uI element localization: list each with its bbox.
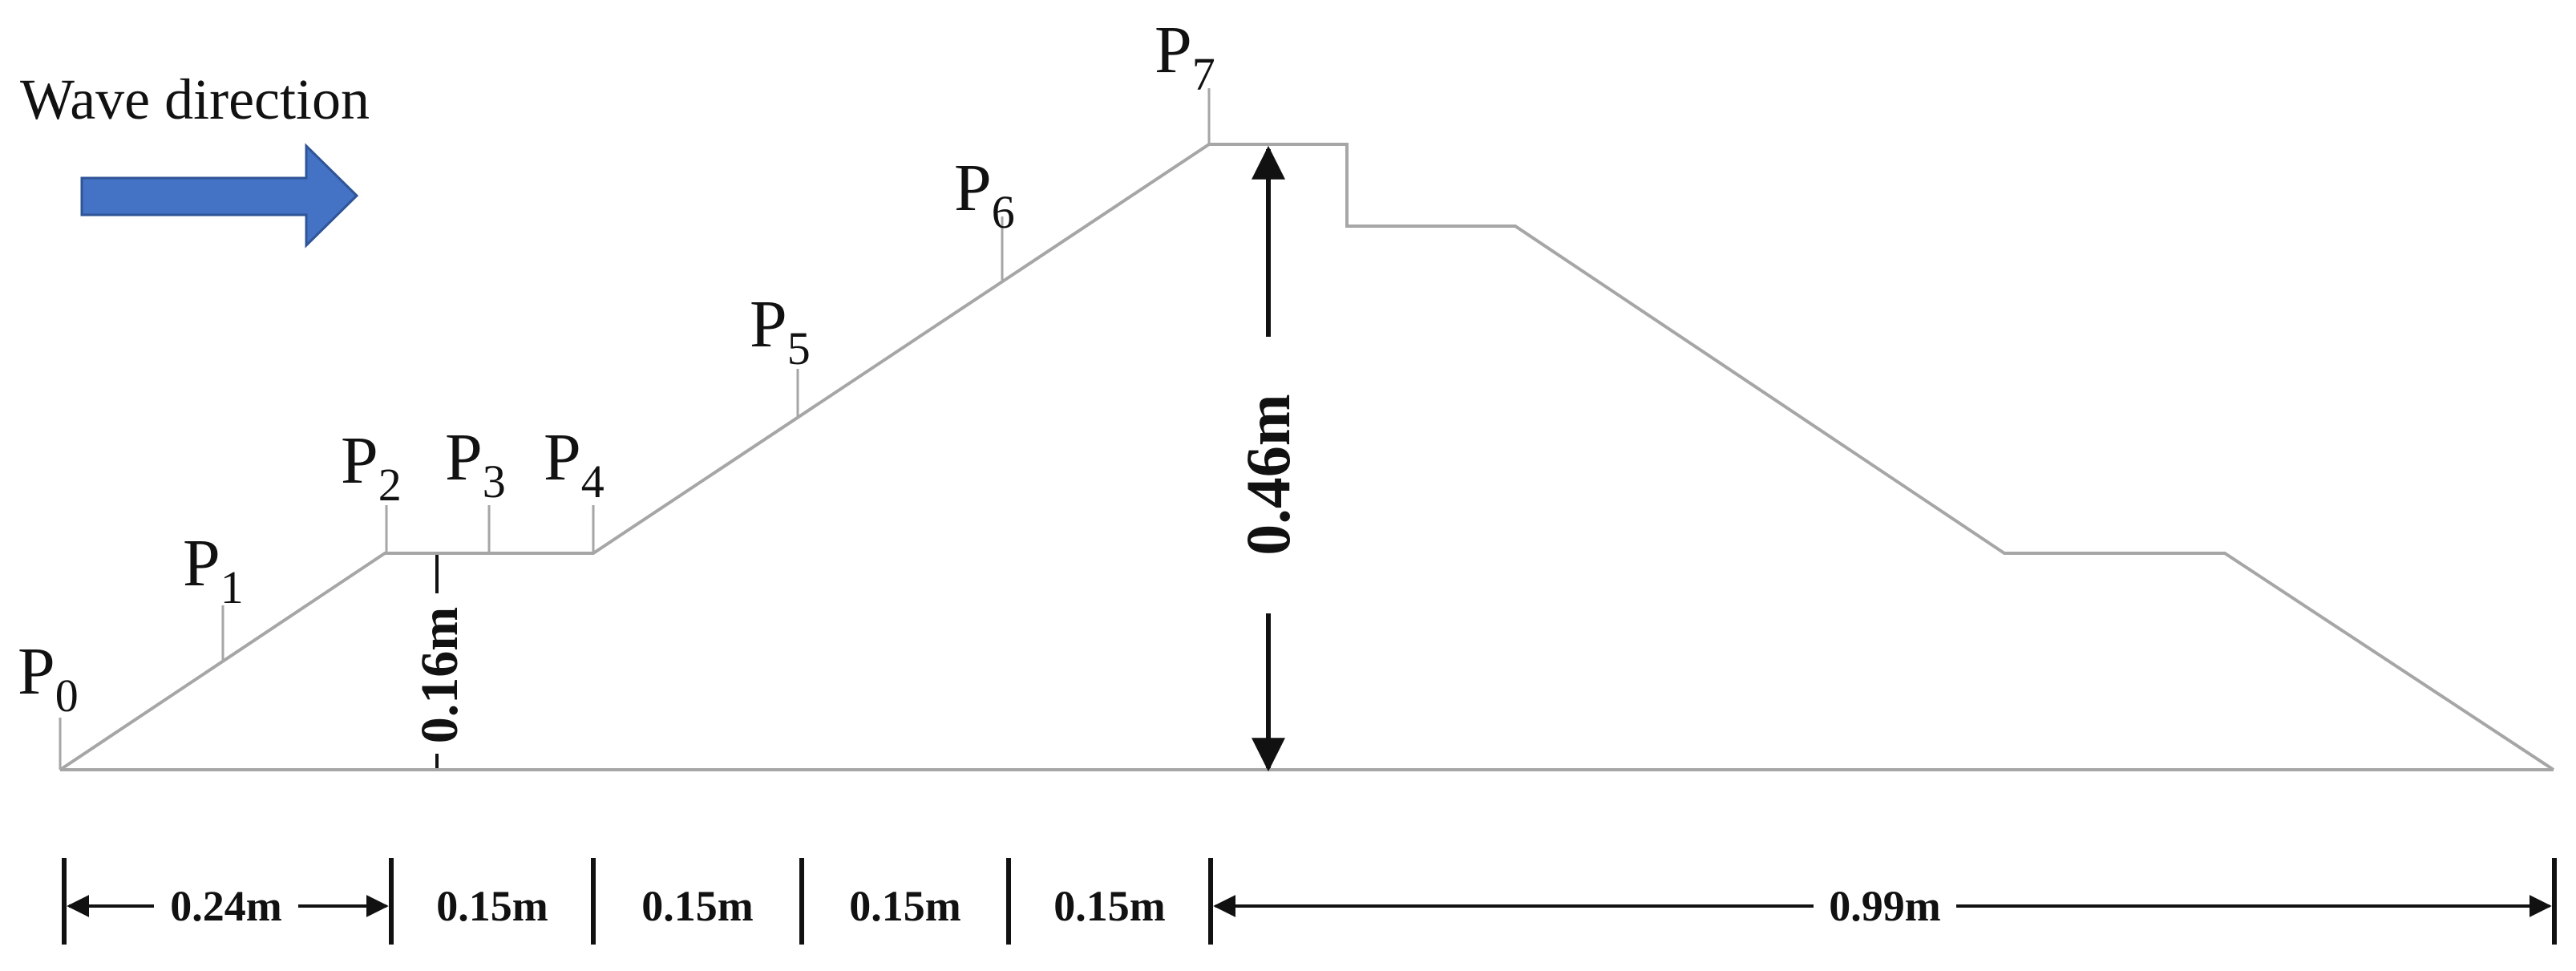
berm-height-dimension: 0.16m: [410, 555, 469, 768]
horizontal-dimensions: 0.24m 0.15m 0.15m 0.15m 0.15m 0.99m: [62, 858, 2557, 945]
point-label-p7: P7: [1155, 13, 1215, 100]
point-label-p5: P5: [750, 287, 811, 374]
crest-height-label: 0.46m: [1233, 394, 1303, 555]
wave-direction-arrow-icon: [80, 143, 359, 249]
point-labels: P0 P1 P2 P3 P4 P5 P6 P7: [18, 13, 1215, 722]
point-label-p4: P4: [544, 420, 605, 508]
dim-label-099: 0.99m: [1829, 882, 1941, 930]
dim-label-015-a: 0.15m: [436, 882, 548, 930]
wave-direction-title: Wave direction: [20, 67, 370, 131]
berm-height-label: 0.16m: [410, 607, 469, 743]
dim-label-015-c: 0.15m: [849, 882, 961, 930]
dim-label-015-d: 0.15m: [1053, 882, 1166, 930]
point-label-p6: P6: [954, 151, 1015, 238]
dim-label-024: 0.24m: [170, 882, 282, 930]
dim-label-015-b: 0.15m: [641, 882, 754, 930]
point-label-p2: P2: [341, 423, 402, 511]
point-label-p0: P0: [18, 634, 79, 722]
point-label-p1: P1: [183, 526, 244, 613]
point-label-p3: P3: [445, 420, 506, 508]
crest-height-dimension: 0.46m: [1233, 145, 1303, 772]
point-ticks: [59, 88, 1211, 770]
